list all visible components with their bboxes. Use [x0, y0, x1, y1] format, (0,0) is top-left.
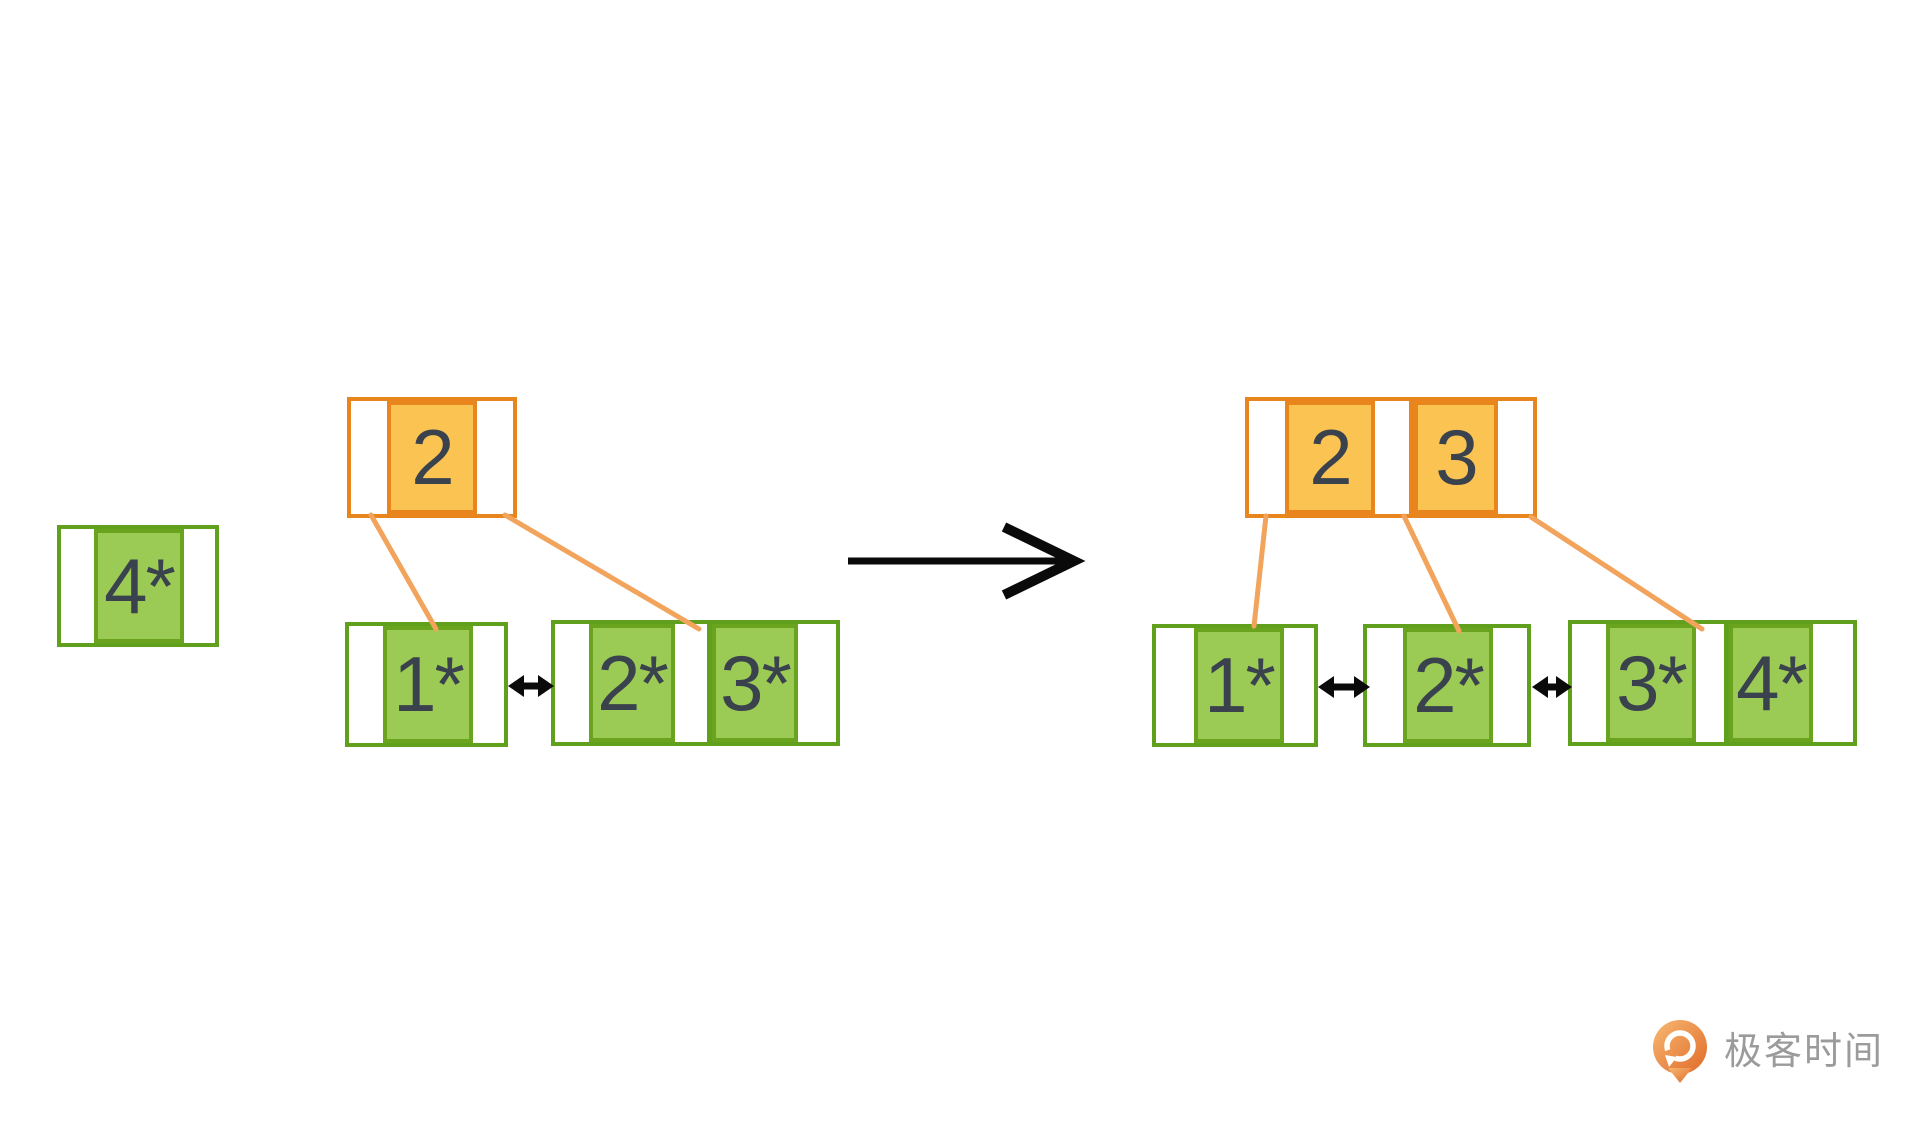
- after-leaf-node-2: 2*: [1363, 624, 1531, 747]
- empty-slot: [477, 401, 513, 514]
- before-tree-pointer-lines: [368, 512, 702, 632]
- geektime-logo: 极客时间: [1650, 1020, 1884, 1084]
- record-cell-4: 4*: [1729, 624, 1813, 742]
- empty-slot: [1375, 401, 1409, 514]
- key-cell-2: 2: [387, 401, 477, 514]
- record-cell-4: 4*: [94, 529, 184, 643]
- record-cell-2: 2*: [589, 624, 675, 742]
- double-arrow-icon: [508, 675, 554, 697]
- empty-slot: [1249, 401, 1285, 514]
- empty-slot: [1156, 628, 1194, 743]
- key-label: 2: [411, 413, 454, 501]
- empty-slot: [798, 624, 836, 742]
- empty-slot: [675, 624, 707, 742]
- double-arrow-icon: [1532, 676, 1572, 698]
- empty-slot: [1572, 624, 1606, 742]
- page-divider: [707, 624, 712, 742]
- pointer-line: [502, 512, 702, 632]
- before-leaf-node-1: 1*: [345, 622, 508, 747]
- key-cell-2: 2: [1285, 401, 1375, 514]
- record-cell-1: 1*: [383, 626, 473, 743]
- page-divider: [1724, 624, 1729, 742]
- key-cell-3: 3: [1414, 401, 1498, 514]
- record-label: 3*: [1616, 638, 1688, 727]
- empty-slot: [184, 529, 215, 643]
- empty-slot: [1813, 624, 1853, 742]
- pointer-line: [1251, 513, 1269, 629]
- empty-slot: [351, 401, 387, 514]
- pointer-line: [1528, 514, 1705, 632]
- record-label: 3*: [720, 638, 792, 727]
- empty-slot: [555, 624, 589, 742]
- record-label: 2*: [1413, 641, 1485, 729]
- pointer-line: [1401, 513, 1462, 634]
- geektime-logo-text: 极客时间: [1724, 1031, 1885, 1073]
- empty-slot: [1493, 628, 1527, 743]
- geektime-logo-icon: [1653, 1020, 1707, 1083]
- record-cell-3: 3*: [1606, 624, 1696, 742]
- record-label: 1*: [393, 640, 465, 728]
- empty-slot: [1367, 628, 1403, 743]
- insert-record-page-4: 4*: [57, 525, 219, 647]
- before-root-node: 2: [347, 397, 517, 518]
- after-root-node: 2 3: [1245, 397, 1537, 518]
- record-label: 4*: [104, 541, 176, 630]
- empty-slot: [1498, 401, 1533, 514]
- after-leaf-node-3: 3* 4*: [1568, 620, 1857, 746]
- empty-slot: [1284, 628, 1314, 743]
- after-tree-pointer-lines: [1251, 513, 1705, 634]
- record-label: 4*: [1736, 638, 1808, 727]
- transform-arrow-icon: [848, 522, 1086, 600]
- empty-slot: [1696, 624, 1724, 742]
- empty-slot: [61, 529, 94, 643]
- key-label: 3: [1435, 413, 1478, 501]
- record-label: 1*: [1204, 641, 1276, 729]
- record-cell-2: 2*: [1403, 628, 1493, 743]
- record-cell-3: 3*: [712, 624, 798, 742]
- after-leaf-node-1: 1*: [1152, 624, 1318, 747]
- record-label: 2*: [597, 638, 669, 727]
- empty-slot: [473, 626, 504, 743]
- before-leaf-node-2: 2* 3*: [551, 620, 840, 746]
- pointer-line: [368, 512, 439, 632]
- empty-slot: [349, 626, 383, 743]
- key-label: 2: [1309, 413, 1352, 501]
- page-divider: [1409, 401, 1414, 514]
- record-cell-1: 1*: [1194, 628, 1284, 743]
